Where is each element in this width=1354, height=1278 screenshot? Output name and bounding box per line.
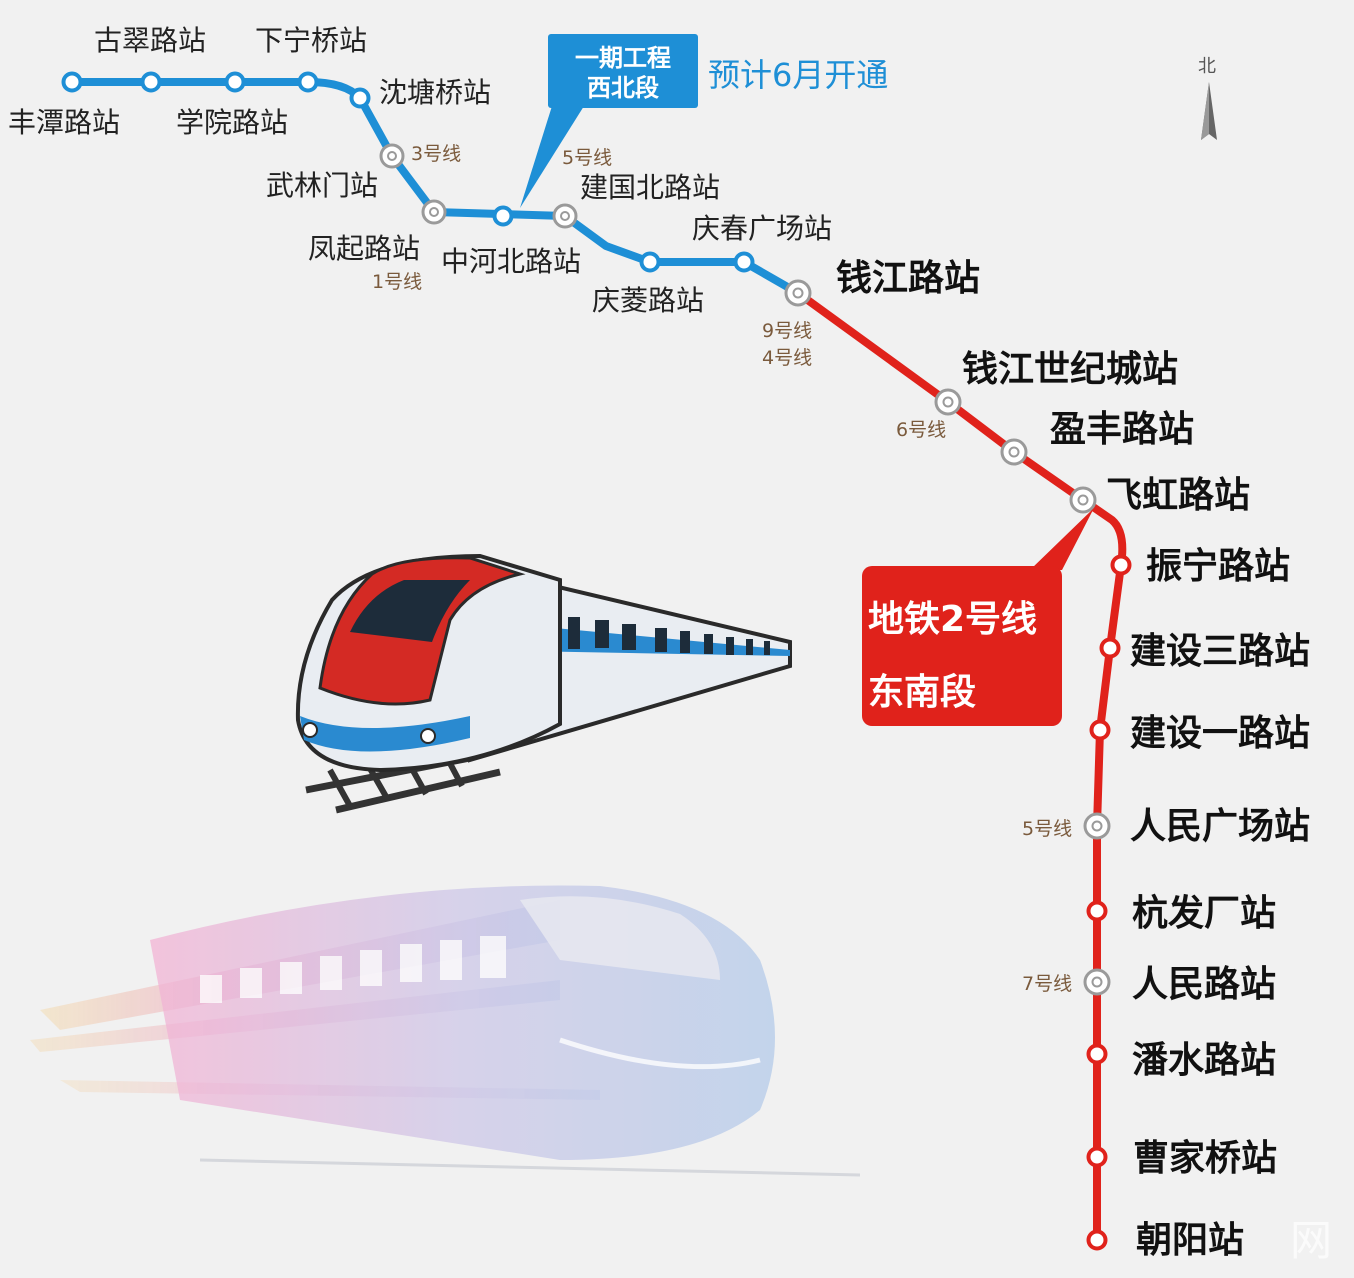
- station-marker[interactable]: [1099, 637, 1121, 659]
- station-marker[interactable]: [733, 251, 755, 273]
- west-section-stations: [61, 71, 755, 273]
- west-callout-line2: 西北段: [587, 74, 659, 102]
- station-marker[interactable]: [1086, 1043, 1108, 1065]
- station-label-jianguo-north-road[interactable]: 建国北路站: [580, 171, 720, 204]
- high-speed-train-illustration-icon: [30, 885, 861, 1177]
- west-section-callout: 一期工程 西北段 预计6月开通: [520, 34, 888, 208]
- west-callout-line1: 一期工程: [575, 44, 671, 72]
- east-section-callout: 地铁2号线 东南段: [862, 508, 1094, 726]
- transfer-station-marker[interactable]: [1000, 438, 1028, 466]
- transfer-station-marker[interactable]: [784, 279, 812, 307]
- station-label-jianshe-3rd-road[interactable]: 建设三路站: [1130, 631, 1310, 672]
- station-label-chaoyang[interactable]: 朝阳站: [1136, 1220, 1244, 1261]
- station-label-fengqi-road[interactable]: 凤起路站: [308, 232, 420, 265]
- station-label-gucui-road[interactable]: 古翠路站: [94, 24, 206, 57]
- transfer-station-marker[interactable]: [421, 199, 447, 225]
- transfer-label-line1: 1号线: [372, 271, 422, 293]
- east-callout-line1: 地铁2号线: [868, 599, 1037, 640]
- station-marker[interactable]: [1110, 554, 1132, 576]
- transfer-station-marker[interactable]: [379, 143, 405, 169]
- transfer-station-marker[interactable]: [934, 388, 962, 416]
- station-marker[interactable]: [1086, 900, 1108, 922]
- station-label-wulinmen[interactable]: 武林门站: [266, 169, 378, 202]
- west-station-labels: 丰潭路站 古翠路站 学院路站 下宁桥站 沈塘桥站 武林门站 凤起路站 中河北路站…: [8, 24, 832, 317]
- station-label-qingling-road[interactable]: 庆菱路站: [592, 284, 704, 317]
- station-label-feihong-road[interactable]: 飞虹路站: [1106, 475, 1250, 516]
- transfer-station-marker[interactable]: [552, 203, 578, 229]
- station-label-fengtan-road[interactable]: 丰潭路站: [8, 106, 120, 139]
- station-marker[interactable]: [61, 71, 83, 93]
- transfer-label-line9: 9号线: [762, 320, 812, 342]
- transfer-station-marker[interactable]: [1083, 968, 1111, 996]
- north-label: 北: [1198, 56, 1216, 77]
- station-marker[interactable]: [639, 251, 661, 273]
- station-label-renmin-road[interactable]: 人民路站: [1132, 964, 1276, 1005]
- station-label-yingfeng-road[interactable]: 盈丰路站: [1050, 409, 1194, 450]
- opening-note: 预计6月开通: [708, 56, 888, 94]
- station-label-xueyuan-road[interactable]: 学院路站: [176, 106, 288, 139]
- station-marker[interactable]: [492, 205, 514, 227]
- station-label-xianingqiao[interactable]: 下宁桥站: [255, 24, 367, 57]
- station-label-zhenning-road[interactable]: 振宁路站: [1146, 546, 1290, 587]
- north-arrow-icon: 北: [1198, 56, 1217, 140]
- watermark: 网: [1290, 1216, 1332, 1265]
- station-label-shentangqiao[interactable]: 沈塘桥站: [379, 76, 491, 109]
- east-section-stations: [784, 279, 1132, 1251]
- east-station-labels: 钱江路站 钱江世纪城站 盈丰路站 飞虹路站 振宁路站 建设三路站 建设一路站 人…: [836, 258, 1310, 1261]
- station-label-zhonghe-north-road[interactable]: 中河北路站: [441, 245, 581, 278]
- station-marker[interactable]: [140, 71, 162, 93]
- station-marker[interactable]: [224, 71, 246, 93]
- station-label-qingchun-square[interactable]: 庆春广场站: [692, 212, 832, 245]
- station-marker[interactable]: [297, 71, 319, 93]
- train-illustration-icon: [295, 553, 792, 814]
- transfer-label-line6: 6号线: [896, 419, 946, 441]
- transfer-station-marker[interactable]: [1069, 486, 1097, 514]
- station-marker[interactable]: [349, 87, 371, 109]
- station-label-panshui-road[interactable]: 潘水路站: [1132, 1040, 1276, 1081]
- station-marker[interactable]: [1086, 1146, 1108, 1168]
- transfer-labels: 3号线 1号线 5号线 9号线 4号线 6号线 5号线 7号线: [372, 143, 1072, 995]
- station-label-qianjiang-road[interactable]: 钱江路站: [836, 258, 980, 299]
- station-marker[interactable]: [1086, 1229, 1108, 1251]
- transfer-label-line5-renmin: 5号线: [1022, 818, 1072, 840]
- transfer-label-line4: 4号线: [762, 347, 812, 369]
- transfer-label-line7: 7号线: [1022, 973, 1072, 995]
- transfer-label-line5: 5号线: [562, 147, 612, 169]
- station-label-caojiaqiao[interactable]: 曹家桥站: [1133, 1138, 1277, 1179]
- east-callout-line2: 东南段: [868, 672, 976, 713]
- station-label-qianjiang-century-city[interactable]: 钱江世纪城站: [962, 349, 1178, 390]
- station-label-hangfa-factory[interactable]: 杭发厂站: [1132, 892, 1276, 934]
- station-label-renmin-square[interactable]: 人民广场站: [1130, 806, 1310, 847]
- transfer-label-line3: 3号线: [411, 143, 461, 165]
- station-label-jianshe-1st-road[interactable]: 建设一路站: [1130, 713, 1310, 754]
- station-marker[interactable]: [1089, 719, 1111, 741]
- transfer-station-marker[interactable]: [1083, 812, 1111, 840]
